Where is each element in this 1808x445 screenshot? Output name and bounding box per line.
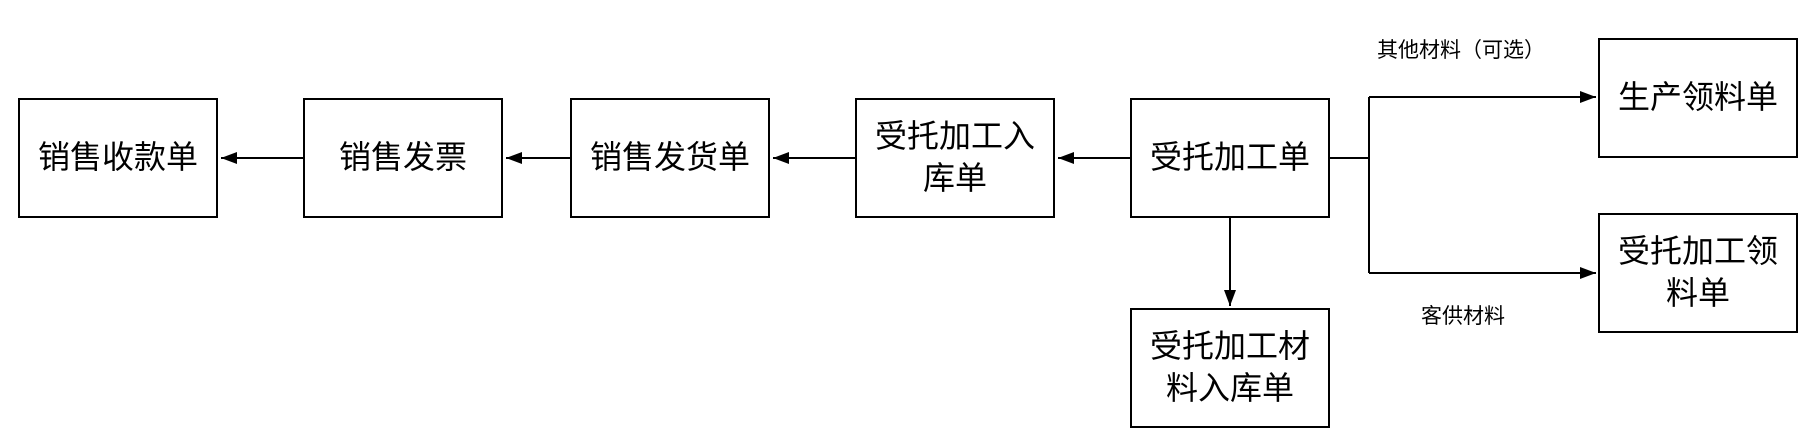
annotation-other-materials-optional: 其他材料（可选） [1377,38,1545,62]
flow-box-consigned-material-inbound: 受托加工材 料入库单 [1130,308,1330,428]
flow-box-consigned-process-inbound: 受托加工入 库单 [855,98,1055,218]
flow-box-production-picking-list: 生产领料单 [1598,38,1798,158]
flow-box-sales-receipt: 销售收款单 [18,98,218,218]
flow-box-sales-delivery-note: 销售发货单 [570,98,770,218]
flow-box-sales-invoice: 销售发票 [303,98,503,218]
flow-box-consigned-process-order: 受托加工单 [1130,98,1330,218]
flow-box-consigned-picking-list: 受托加工领 料单 [1598,213,1798,333]
annotation-customer-supplied-materials: 客供材料 [1421,304,1505,328]
